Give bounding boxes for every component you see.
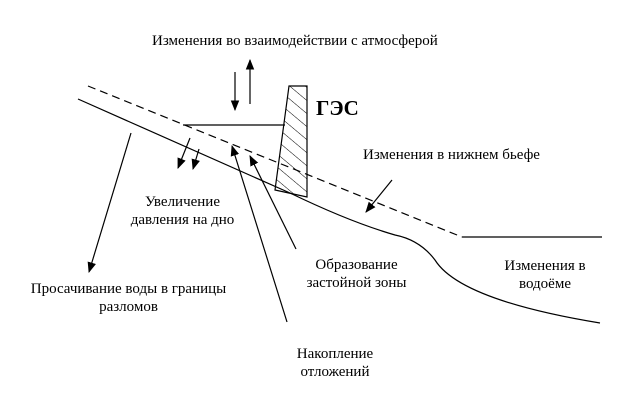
reservoir-water-level: [87, 85, 463, 238]
label-sediment-line2: отложений: [300, 364, 370, 380]
label-reservoir-line2: водоёме: [519, 276, 571, 292]
label-stagnant-line1: Образование: [315, 257, 398, 273]
label-pressure-line2: давления на дно: [130, 212, 235, 228]
label-pressure-line1: Увеличение: [144, 194, 220, 210]
label-hpp: ГЭС: [316, 96, 359, 120]
label-sediment-line1: Накопление: [296, 346, 374, 362]
dam-hatched: [274, 85, 308, 198]
pressure-arrow-1: [177, 137, 191, 170]
downstream-arrow: [365, 179, 393, 213]
label-reservoir-line1: Изменения в: [504, 258, 586, 274]
label-stagnant-zone: Образование застойной зоны: [294, 256, 419, 292]
label-seepage-line1: Просачивание воды в границы: [30, 281, 227, 297]
riverbed-line: [77, 98, 601, 324]
label-pressure: Увеличение давления на дно: [120, 193, 245, 229]
stagnant-zone-arrow: [249, 155, 297, 250]
label-sediment: Накопление отложений: [280, 345, 390, 381]
sediment-arrow: [230, 144, 288, 323]
pressure-arrow-2: [191, 148, 200, 171]
label-reservoir: Изменения в водоёме: [490, 257, 600, 293]
seepage-arrow: [87, 132, 132, 274]
label-seepage: Просачивание воды в границы разломов: [16, 280, 241, 316]
label-downstream: Изменения в нижнем бьефе: [363, 147, 540, 163]
label-atmosphere: Изменения во взаимодействии с атмосферой: [152, 33, 438, 49]
label-seepage-line2: разломов: [99, 299, 158, 315]
label-stagnant-line2: застойной зоны: [306, 275, 407, 291]
